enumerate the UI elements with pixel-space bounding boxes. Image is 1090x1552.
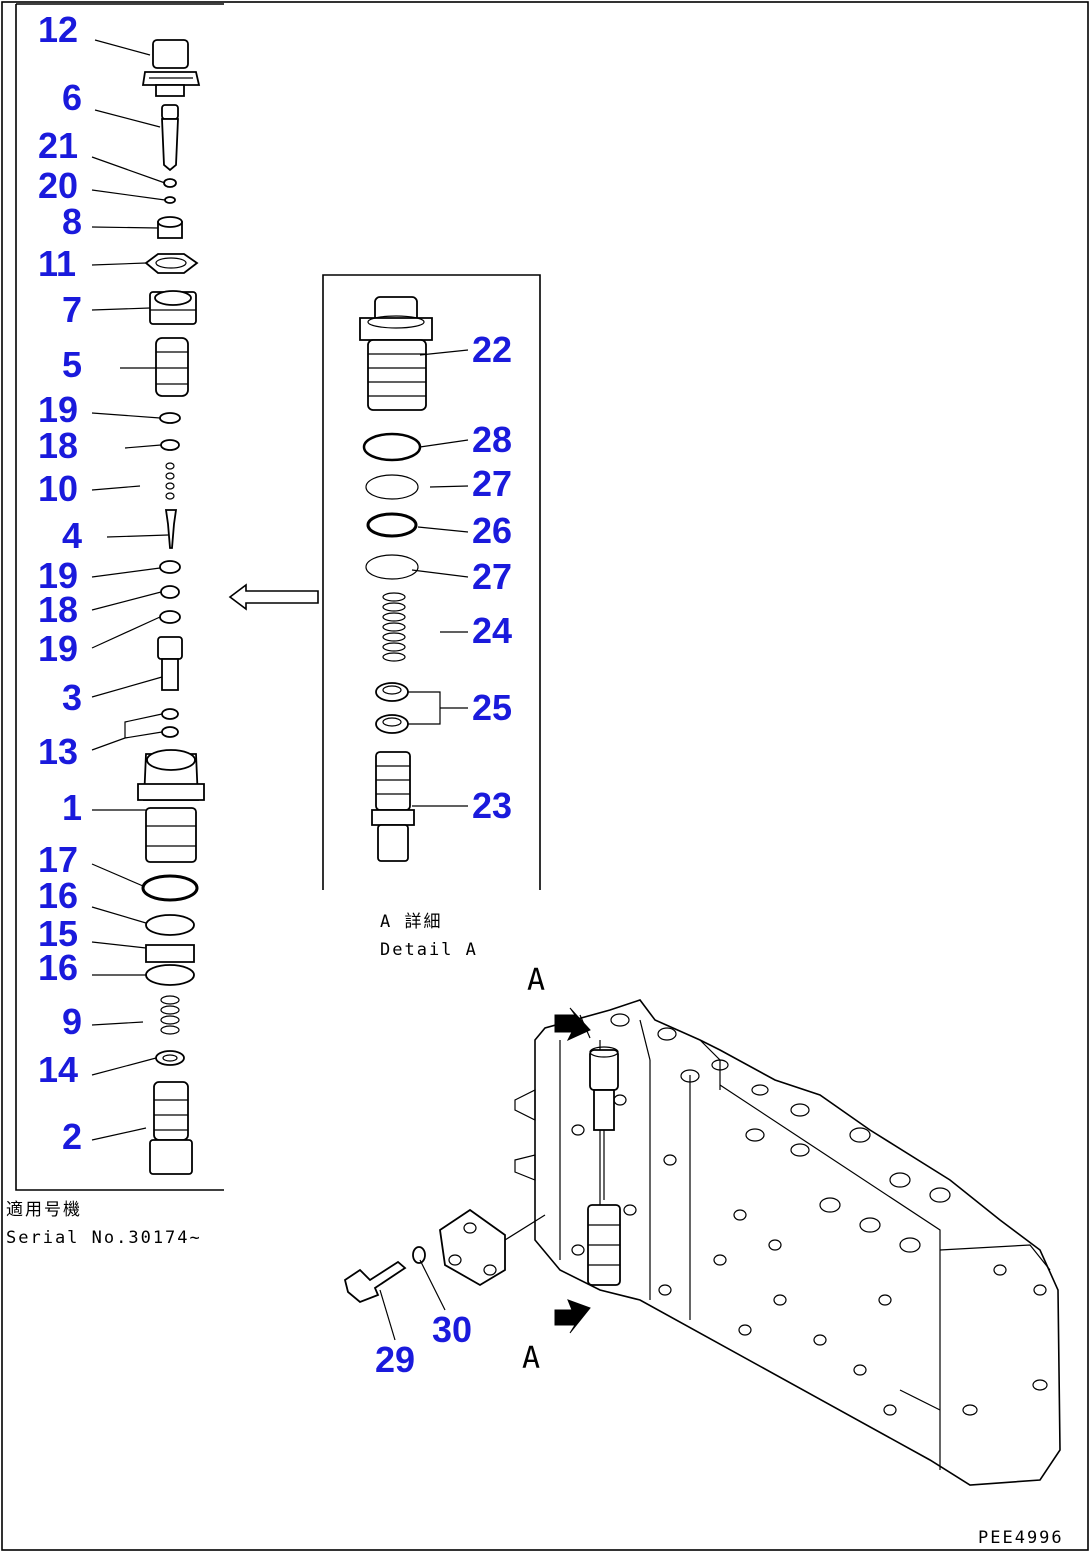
arrow-icon: [554, 1007, 591, 1042]
callout: 27: [472, 463, 512, 504]
callout: 27: [472, 556, 512, 597]
view-marker: A: [527, 963, 545, 998]
callout: 24: [472, 610, 512, 651]
callout: 12: [38, 9, 78, 50]
callout: 23: [472, 785, 512, 826]
callout: 19: [38, 555, 78, 596]
callout: 14: [38, 1049, 78, 1090]
callout: 20: [38, 165, 78, 206]
left-frame: [15, 3, 224, 1191]
callout: 17: [38, 839, 78, 880]
callout: 5: [62, 344, 82, 385]
arrow-icon: [228, 583, 319, 611]
left-leaders: [91, 39, 169, 1141]
detail-parts: [359, 296, 433, 862]
leader-line: [419, 1259, 446, 1311]
callout: 3: [62, 677, 82, 718]
callout: 7: [62, 289, 82, 330]
view-marker: A: [522, 1341, 540, 1376]
callout: 28: [472, 419, 512, 460]
detail-label: Detail A: [380, 940, 478, 960]
callout: 18: [38, 425, 78, 466]
callout: 22: [472, 329, 512, 370]
callout: 10: [38, 468, 78, 509]
left-parts: [137, 39, 205, 1175]
detail-leaders: [408, 349, 469, 807]
arrow-icon: [554, 1299, 591, 1334]
serial-label-jp: 適用号機: [6, 1200, 82, 1220]
detail-label-jp: A 詳細: [380, 912, 442, 932]
callout: 4: [62, 515, 82, 556]
callout: 26: [472, 510, 512, 551]
callout: 1: [62, 787, 82, 828]
callout: 21: [38, 125, 78, 166]
callout: 29: [375, 1339, 415, 1380]
detail-callouts: 22 28 27 26 27 24 25 23: [472, 329, 512, 826]
callout: 9: [62, 1001, 82, 1042]
callout: 6: [62, 77, 82, 118]
leader-line: [379, 1289, 396, 1341]
detail-frame: [322, 274, 541, 890]
callout: 18: [38, 589, 78, 630]
callout: 13: [38, 731, 78, 772]
figure-code: PEE4996: [978, 1528, 1064, 1548]
serial-label: Serial No.30174~: [6, 1228, 202, 1248]
callout: 30: [432, 1309, 472, 1350]
callout: 15: [38, 913, 78, 954]
callout: 25: [472, 687, 512, 728]
callout: 8: [62, 201, 82, 242]
callout: 16: [38, 875, 78, 916]
left-callouts: 12 6 21 20 8 11 7 5 19 18 10 4 19 18 19 …: [38, 9, 82, 1157]
callout: 11: [38, 243, 76, 284]
callout: 16: [38, 947, 78, 988]
callout: 2: [62, 1116, 82, 1157]
valve-assembly: [343, 999, 1061, 1486]
callout: 19: [38, 389, 78, 430]
callout: 19: [38, 628, 78, 669]
